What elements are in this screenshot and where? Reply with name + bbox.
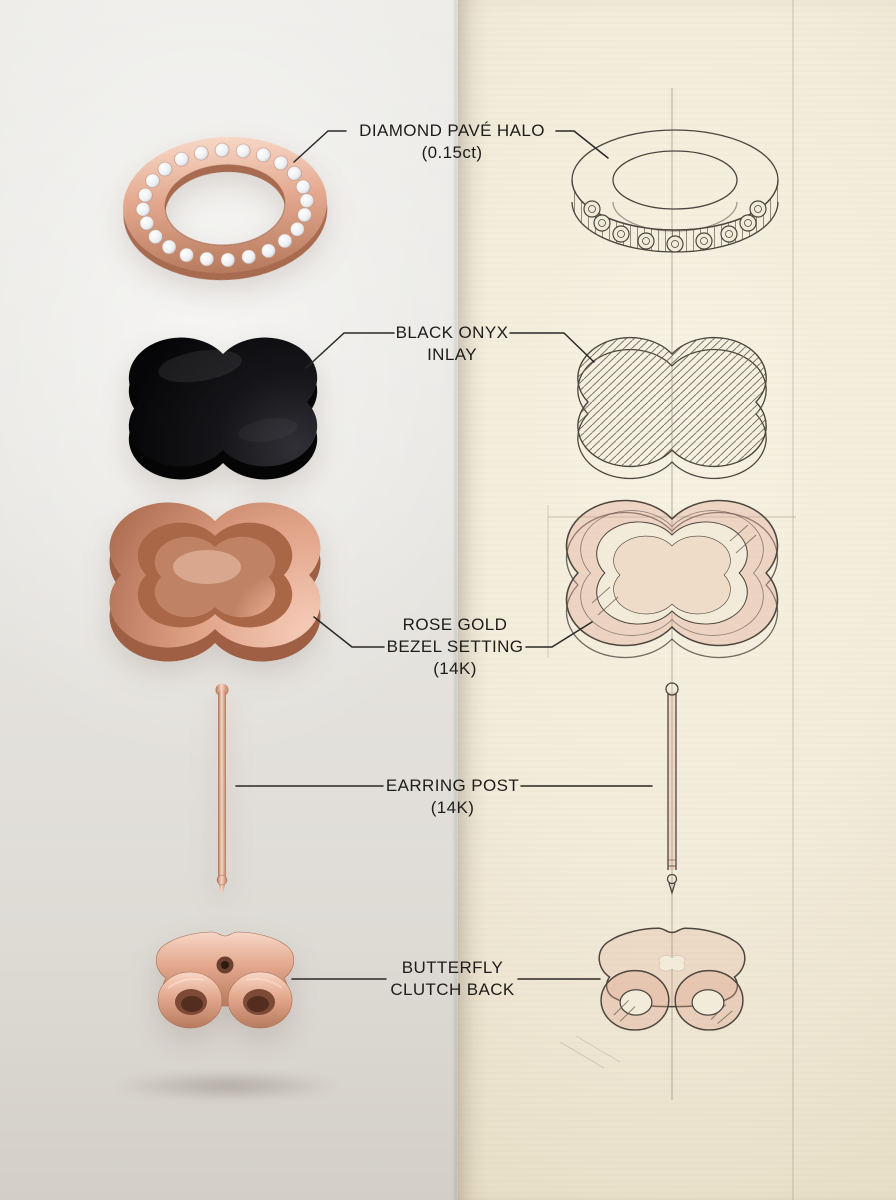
- label-diamond-pave-halo: DIAMOND PAVÉ HALO (0.15ct): [352, 120, 552, 164]
- diamond-pave-halo-sketch: [550, 120, 800, 300]
- label-black-onyx-inlay: BLACK ONYX INLAY: [372, 322, 532, 366]
- floor-shadow: [95, 1068, 360, 1104]
- label-butterfly-clutch: BUTTERFLY CLUTCH BACK: [375, 957, 530, 1001]
- earring-post-sketch: [660, 680, 684, 900]
- label-text: EARRING POST: [385, 776, 520, 795]
- label-text: BLACK ONYX: [395, 323, 509, 342]
- label-text: (0.15ct): [421, 143, 483, 162]
- panel-divider: [452, 0, 459, 1200]
- label-text: BEZEL SETTING: [386, 637, 524, 656]
- black-onyx-inlay-sketch: [567, 322, 777, 482]
- label-rose-gold-bezel: ROSE GOLD BEZEL SETTING (14K): [375, 614, 535, 680]
- label-text: DIAMOND PAVÉ HALO: [359, 121, 545, 140]
- butterfly-clutch-sketch: [582, 912, 762, 1042]
- diamond-pave-halo-render: [96, 114, 355, 297]
- rose-gold-bezel-sketch: [552, 483, 792, 673]
- label-earring-post: EARRING POST (14K): [375, 775, 530, 819]
- label-text: CLUTCH BACK: [390, 980, 515, 999]
- rose-gold-bezel-render: [95, 485, 335, 675]
- label-text: (14K): [433, 659, 477, 678]
- label-text: (14K): [430, 798, 475, 817]
- butterfly-clutch-render: [140, 918, 310, 1038]
- label-text: BUTTERFLY: [401, 958, 504, 977]
- label-text: ROSE GOLD: [402, 615, 508, 634]
- earring-post-render: [210, 680, 234, 900]
- black-onyx-inlay-render: [118, 322, 328, 482]
- label-text: INLAY: [427, 345, 477, 364]
